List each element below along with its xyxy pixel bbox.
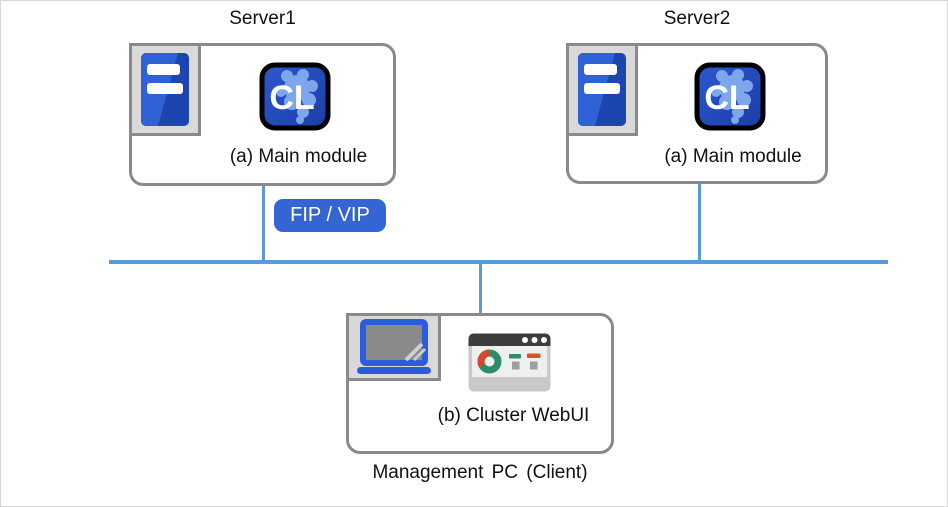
fip-vip-badge: FIP / VIP	[274, 199, 386, 232]
server2-network-connector	[698, 184, 701, 262]
server-tower-icon	[569, 46, 635, 133]
management-pc-caption: Management PC (Client)	[372, 462, 588, 483]
server1-network-connector	[262, 186, 265, 262]
cl-logo-text: CL	[704, 79, 749, 117]
server-tower-icon	[132, 46, 198, 133]
network-line	[109, 260, 888, 264]
cluster-cl-logo-icon: CL	[694, 62, 766, 131]
server1-module-label: (a) Main module	[229, 146, 368, 167]
cl-logo-text: CL	[269, 79, 314, 117]
server2-module-label: (a) Main module	[664, 146, 802, 167]
webui-browser-icon	[468, 333, 551, 392]
server1-title: Server1	[229, 8, 296, 29]
management-module-label: (b) Cluster WebUI	[437, 405, 590, 426]
laptop-icon	[349, 316, 438, 378]
management-network-connector	[479, 262, 482, 313]
laptop-icon-holder	[346, 313, 441, 381]
server2-title: Server2	[663, 8, 731, 29]
server1-tower-icon-holder	[129, 43, 201, 136]
server2-tower-icon-holder	[566, 43, 638, 136]
cluster-cl-logo-icon: CL	[259, 62, 331, 131]
